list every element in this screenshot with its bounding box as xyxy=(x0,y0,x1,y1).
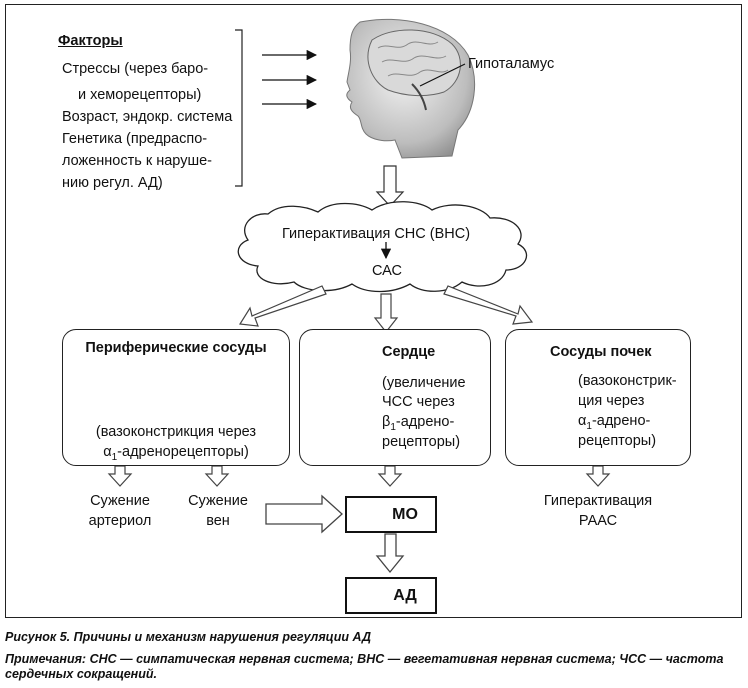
arterioles-line-1: Сужение xyxy=(90,493,150,509)
factor-line: ложенность к наруше- xyxy=(62,153,212,169)
figure-notes-line-1: Примечания: СНС — симпатическая нервная … xyxy=(5,652,724,666)
vessels-text-1: (вазоконстрикция через xyxy=(95,424,257,440)
heart-text-2: ЧСС через xyxy=(382,394,455,410)
factor-line: и хеморецепторы) xyxy=(78,87,202,103)
kidney-text-4: рецепторы) xyxy=(578,433,657,449)
box-down-arrows xyxy=(107,465,611,487)
factors-title: Факторы xyxy=(58,33,123,49)
head-illustration xyxy=(346,18,476,159)
cloud-bottom-text: САС xyxy=(372,263,402,279)
arrow-to-mo xyxy=(265,494,343,534)
heart-title: Сердце xyxy=(382,344,436,360)
figure-frame xyxy=(5,4,742,618)
cloud-shape xyxy=(237,201,528,293)
peripheral-vessels-box xyxy=(62,329,290,466)
veins-line-1: Сужение xyxy=(188,493,248,509)
figure-notes-line-2: сердечных сокращений. xyxy=(5,667,157,681)
kidney-text-3: α1-адрено- xyxy=(578,413,651,432)
hypothalamus-label: Гипоталамус xyxy=(468,56,555,72)
kidney-text-1: (вазоконстрик- xyxy=(578,373,677,389)
heart-text-3: β1-адрено- xyxy=(382,414,455,433)
vessels-text-2: α1-адренорецепторы) xyxy=(103,444,249,463)
vessels-title: Периферические сосуды xyxy=(85,340,267,356)
arrow-head-to-cloud xyxy=(375,165,405,207)
arterioles-line-2: артериол xyxy=(88,513,152,529)
kidney-vessels-box xyxy=(505,329,691,466)
raas-line-1: Гиперактивация xyxy=(543,493,653,509)
heart-text-4: рецепторы) xyxy=(382,434,461,450)
veins-line-2: вен xyxy=(206,513,230,529)
factor-line: нию регул. АД) xyxy=(62,175,163,191)
heart-box xyxy=(299,329,491,466)
arrow-mo-to-ad xyxy=(375,533,405,574)
factor-line: Стрессы (через баро- xyxy=(62,61,209,77)
cardiac-output-box: МО xyxy=(345,496,437,533)
figure-caption: Рисунок 5. Причины и механизм нарушения … xyxy=(5,630,372,644)
cloud-to-boxes-arrows xyxy=(238,285,534,333)
factor-arrows xyxy=(262,49,318,110)
blood-pressure-label: АД xyxy=(393,586,417,604)
factor-line: Возраст, эндокр. система xyxy=(62,109,233,125)
kidney-text-2: ция через xyxy=(578,393,645,409)
factor-line: Генетика (предраспо- xyxy=(62,131,208,147)
cloud-top-text: Гиперактивация СНС (ВНС) xyxy=(282,226,471,242)
factors-bracket xyxy=(235,29,243,187)
kidney-title: Сосуды почек xyxy=(550,344,652,360)
heart-text-1: (увеличение xyxy=(382,375,466,391)
raas-line-2: РААС xyxy=(578,513,618,529)
blood-pressure-box: АД xyxy=(345,577,437,614)
cardiac-output-label: МО xyxy=(392,505,418,523)
